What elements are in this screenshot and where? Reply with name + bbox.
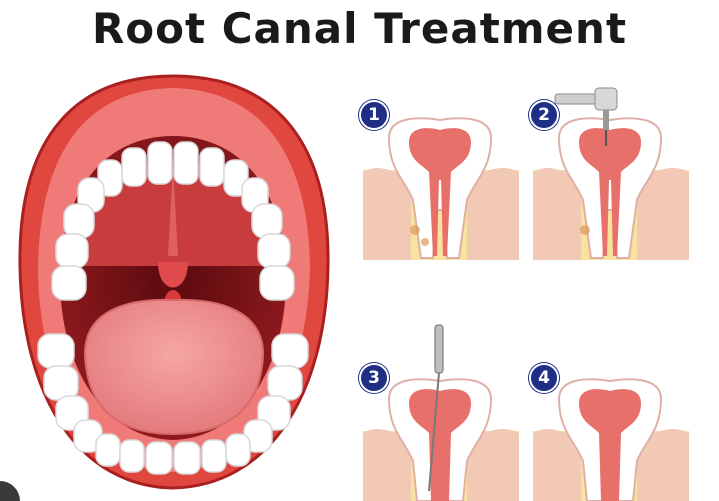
step-3-panel: 3: [355, 321, 525, 501]
tooth-cross-section-1: [363, 117, 519, 260]
open-mouth-illustration: [18, 74, 330, 490]
diagram-title: Root Canal Treatment: [91, 4, 628, 53]
step-4-panel: 4: [525, 321, 695, 501]
tooth-cross-section-2: [533, 87, 689, 260]
tongue: [83, 298, 264, 436]
tooth-cross-section-4: [533, 378, 689, 501]
step-2-panel: 2: [525, 80, 695, 260]
upper-teeth: [51, 141, 295, 301]
root-canal-file-icon: [428, 324, 444, 492]
step-1-panel: 1: [355, 80, 525, 260]
step-2-badge: 2: [529, 100, 559, 130]
dental-drill-icon: [554, 87, 618, 146]
step-4-badge: 4: [529, 363, 559, 393]
step-3-badge: 3: [359, 363, 389, 393]
tooth-cross-section-3: [363, 324, 519, 501]
lower-teeth: [37, 333, 309, 475]
step-1-badge: 1: [359, 100, 389, 130]
